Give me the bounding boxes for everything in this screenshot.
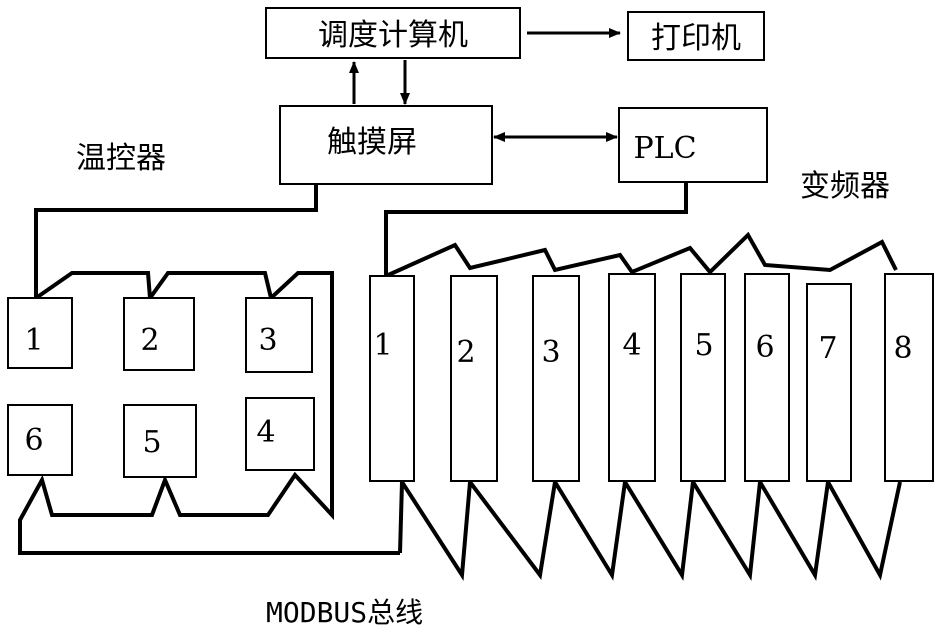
inverter-5: 5 <box>680 273 726 482</box>
temp-controller-1: 1 <box>7 297 73 369</box>
svg-text:4: 4 <box>622 328 641 363</box>
svg-text:1: 1 <box>24 323 43 358</box>
temp-controllers: 1 2 3 6 5 4 <box>7 297 315 478</box>
printer-label: 打印机 <box>651 21 741 56</box>
svg-text:2: 2 <box>140 323 159 358</box>
inverter-6: 6 <box>744 273 790 482</box>
svg-text:3: 3 <box>541 335 560 370</box>
svg-text:4: 4 <box>256 415 275 450</box>
temp-controller-4: 4 <box>245 397 315 471</box>
inverter-2: 2 <box>450 275 498 482</box>
plc-label: PLC <box>633 131 696 166</box>
inverter-group-label: 变频器 <box>800 169 890 204</box>
svg-text:5: 5 <box>694 328 713 363</box>
svg-text:2: 2 <box>456 335 475 370</box>
temperature-controller-group-label: 温控器 <box>76 141 166 176</box>
dispatch-computer-label: 调度计算机 <box>318 18 468 53</box>
inverter-1: 1 <box>369 275 415 482</box>
plc-node: PLC <box>618 107 768 183</box>
inverter-3: 3 <box>532 275 580 482</box>
temp-controller-wiring <box>18 184 400 555</box>
svg-text:3: 3 <box>258 323 277 358</box>
temp-controller-6: 6 <box>7 404 73 476</box>
modbus-bus-label: MODBUS总线 <box>266 596 423 629</box>
svg-text:1: 1 <box>373 328 392 363</box>
svg-text:6: 6 <box>24 423 43 458</box>
touch-screen-label: 触摸屏 <box>327 125 417 160</box>
printer-node: 打印机 <box>627 11 765 61</box>
dispatch-computer-node: 调度计算机 <box>265 7 521 59</box>
temp-controller-2: 2 <box>123 297 195 371</box>
svg-text:5: 5 <box>142 425 161 460</box>
inverters: 1 2 3 4 5 6 7 8 <box>369 273 934 482</box>
touch-screen-node: 触摸屏 <box>279 105 493 185</box>
temp-controller-3: 3 <box>245 297 313 373</box>
inverter-wiring <box>384 182 902 582</box>
svg-text:8: 8 <box>893 331 912 366</box>
inverter-7: 7 <box>806 283 852 482</box>
temp-controller-5: 5 <box>123 404 197 478</box>
inverter-4: 4 <box>608 273 656 482</box>
svg-text:7: 7 <box>818 331 837 366</box>
inverter-8: 8 <box>884 273 934 482</box>
svg-text:6: 6 <box>755 330 774 365</box>
